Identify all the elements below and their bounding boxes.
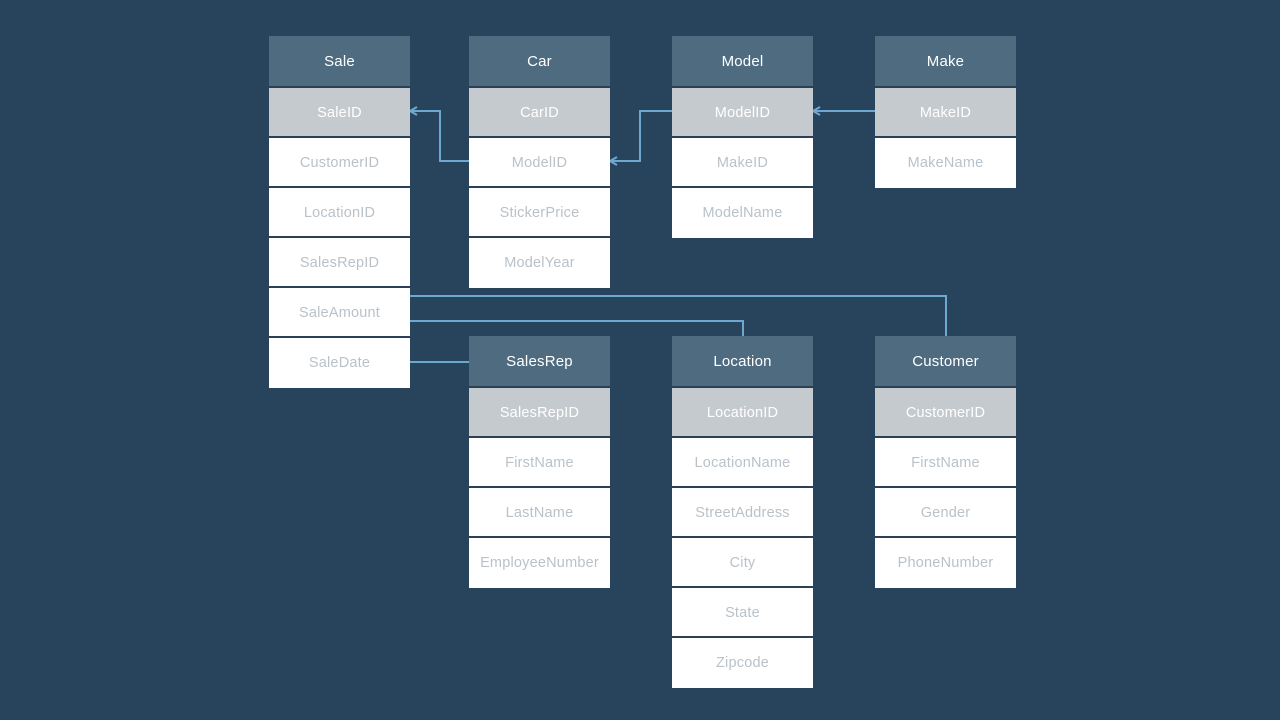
entity-title-sale: Sale (269, 36, 410, 88)
primary-key-field-modelid[interactable]: ModelID (672, 88, 813, 138)
primary-key-field-customerid[interactable]: CustomerID (875, 388, 1016, 438)
connector-customer-to-sale-customerid (410, 295, 947, 336)
field-saleamount[interactable]: SaleAmount (269, 288, 410, 338)
primary-key-field-locationid[interactable]: LocationID (672, 388, 813, 438)
entity-title-customer: Customer (875, 336, 1016, 388)
field-salesrepid[interactable]: SalesRepID (269, 238, 410, 288)
field-lastname[interactable]: LastName (469, 488, 610, 538)
entity-title-location: Location (672, 336, 813, 388)
field-stickerprice[interactable]: StickerPrice (469, 188, 610, 238)
field-locationid[interactable]: LocationID (269, 188, 410, 238)
field-modelyear[interactable]: ModelYear (469, 238, 610, 288)
field-locationname[interactable]: LocationName (672, 438, 813, 488)
entity-title-make: Make (875, 36, 1016, 88)
entity-title-salesrep: SalesRep (469, 336, 610, 388)
field-phonenumber[interactable]: PhoneNumber (875, 538, 1016, 588)
primary-key-field-makeid[interactable]: MakeID (875, 88, 1016, 138)
field-firstname[interactable]: FirstName (469, 438, 610, 488)
connector-model-modelid-to-car-modelid (610, 110, 672, 162)
primary-key-field-salesrepid[interactable]: SalesRepID (469, 388, 610, 438)
field-state[interactable]: State (672, 588, 813, 638)
arrowhead-car-modelid-to-sale-saleid (409, 106, 418, 116)
field-modelname[interactable]: ModelName (672, 188, 813, 238)
field-saledate[interactable]: SaleDate (269, 338, 410, 388)
field-modelid[interactable]: ModelID (469, 138, 610, 188)
field-makeid[interactable]: MakeID (672, 138, 813, 188)
arrowhead-model-modelid-to-car-modelid (609, 156, 618, 166)
field-firstname[interactable]: FirstName (875, 438, 1016, 488)
field-makename[interactable]: MakeName (875, 138, 1016, 188)
connector-car-modelid-to-sale-saleid (410, 110, 469, 162)
entity-title-car: Car (469, 36, 610, 88)
field-city[interactable]: City (672, 538, 813, 588)
field-gender[interactable]: Gender (875, 488, 1016, 538)
arrowhead-make-makeid-to-model-modelid (812, 106, 821, 116)
field-streetaddress[interactable]: StreetAddress (672, 488, 813, 538)
entity-title-model: Model (672, 36, 813, 88)
primary-key-field-carid[interactable]: CarID (469, 88, 610, 138)
connector-location-to-sale-locationid (410, 320, 744, 336)
primary-key-field-saleid[interactable]: SaleID (269, 88, 410, 138)
field-customerid[interactable]: CustomerID (269, 138, 410, 188)
field-employeenumber[interactable]: EmployeeNumber (469, 538, 610, 588)
field-zipcode[interactable]: Zipcode (672, 638, 813, 688)
